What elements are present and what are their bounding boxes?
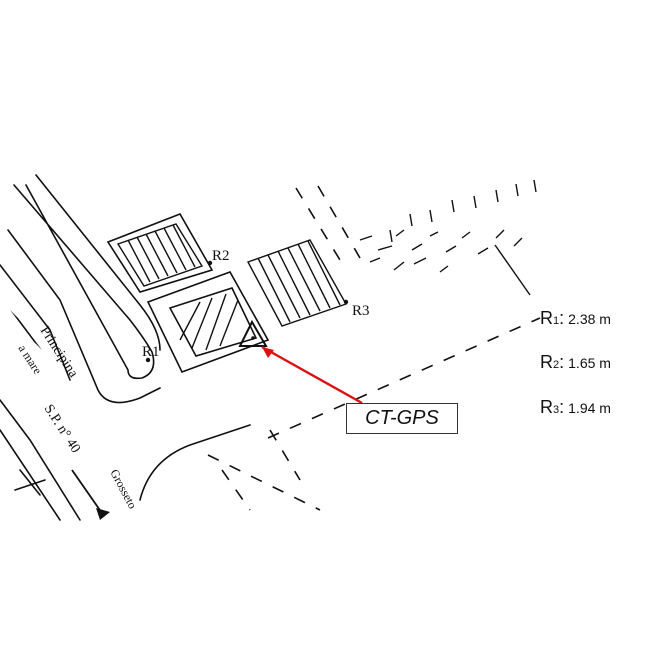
- distance-ref: R: [540, 308, 553, 328]
- distance-sep: :: [559, 308, 565, 328]
- label-r2: R2: [212, 248, 230, 264]
- dashed-boundary-2: [207, 454, 321, 511]
- distance-r1: R1:2.38 m: [540, 308, 611, 329]
- road-cross-mark: [14, 469, 46, 496]
- hatch-lines-r3: [257, 240, 341, 323]
- label-r3: R3: [352, 303, 370, 319]
- label-sp40: S.P. n° 40: [41, 402, 83, 456]
- point-r3: [343, 299, 349, 305]
- dashed-boundary-4: [221, 469, 251, 511]
- ct-gps-label: CT-GPS: [346, 403, 458, 434]
- building-r1-outline: [146, 271, 270, 374]
- distance-value: 1.94 m: [568, 400, 611, 416]
- vegetation-marks: [359, 179, 537, 296]
- road-edge-inner: [35, 174, 161, 351]
- road-left-edge: [7, 229, 161, 404]
- building-r1-inner: [168, 287, 258, 357]
- direction-arrow-grosseto-shaft: [71, 469, 105, 517]
- dashed-field-2: [317, 185, 361, 259]
- distance-r2: R2:1.65 m: [540, 352, 611, 373]
- road-edge-outer: [13, 184, 155, 380]
- label-grosseto: Grosseto: [107, 467, 139, 511]
- distance-sub: 1: [553, 315, 560, 327]
- direction-arrow-a-mare: [10, 310, 42, 350]
- road-left-edge-2: [0, 264, 71, 381]
- hatch-block-r2: [116, 223, 204, 287]
- distance-value: 1.65 m: [568, 355, 611, 371]
- distance-sep: :: [559, 397, 565, 417]
- road-sp40-edge: [0, 399, 81, 521]
- distance-value: 2.38 m: [568, 311, 611, 327]
- distance-r3: R3:1.94 m: [540, 397, 611, 418]
- dashed-boundary-main: [267, 317, 541, 439]
- distance-ref: R: [540, 397, 553, 417]
- label-r1: R1: [142, 344, 160, 360]
- distance-sub: 3: [553, 404, 560, 416]
- arrow-icon: [261, 345, 363, 405]
- distance-ref: R: [540, 352, 553, 372]
- arrow-head: [262, 347, 274, 358]
- triangle-icon: [238, 319, 268, 347]
- dashed-field-1: [295, 187, 341, 261]
- hatch-lines-r1: [179, 293, 239, 351]
- dashed-boundary-3: [269, 429, 301, 481]
- road-lower-edge: [139, 424, 251, 501]
- hatch-lines-r2: [127, 224, 196, 283]
- point-r2: [207, 260, 213, 266]
- distance-sub: 2: [553, 359, 560, 371]
- station-point: [251, 336, 255, 340]
- building-r2-outline: [106, 213, 214, 293]
- label-a-mare: a mare: [15, 342, 44, 377]
- distance-sep: :: [559, 352, 565, 372]
- point-r1: [145, 357, 151, 363]
